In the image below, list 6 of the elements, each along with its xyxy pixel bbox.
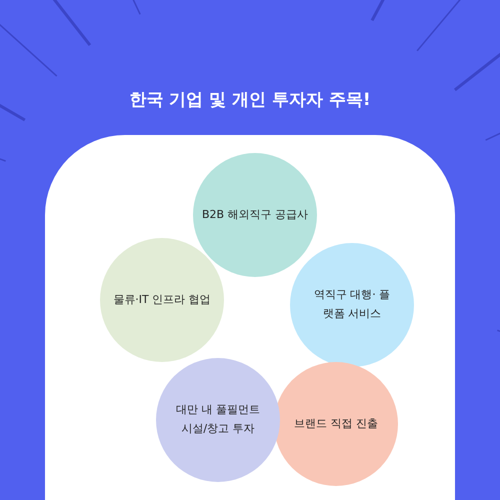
title: 한국 기업 및 개인 투자자 주목! bbox=[128, 89, 372, 111]
circle-label: 물류·IT 인프라 협업 bbox=[113, 292, 211, 308]
circle-label: 역직구 대행· 플랫폼 서비스 bbox=[312, 287, 392, 322]
circle-label: 브랜드 직접 진출 bbox=[294, 416, 378, 432]
circle-label: 대만 내 풀필먼트 시설/창고 투자 bbox=[175, 402, 261, 437]
circle-label: B2B 해외직구 공급사 bbox=[202, 206, 308, 223]
